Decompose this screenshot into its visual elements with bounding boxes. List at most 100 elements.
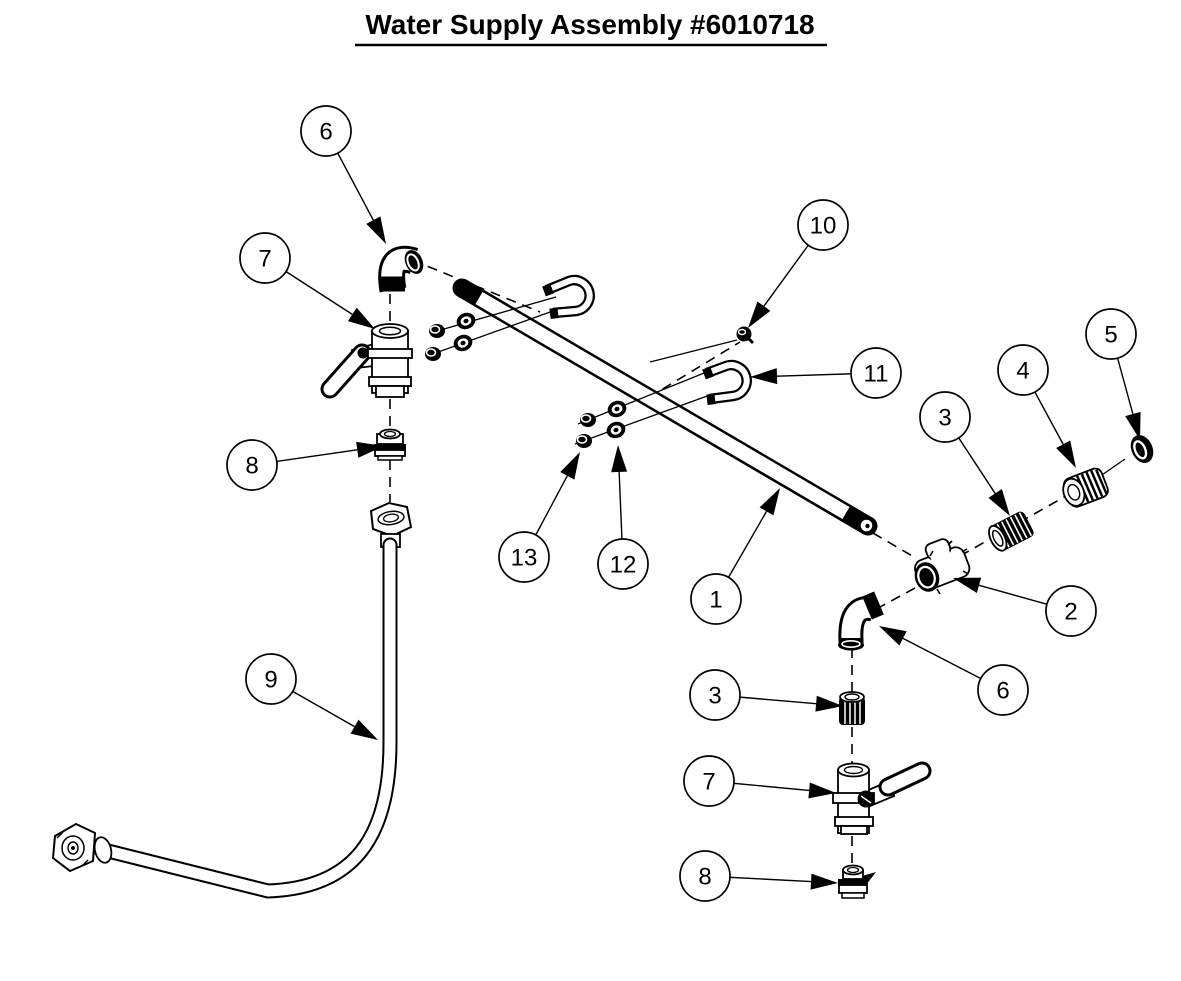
callout-11: 11	[750, 347, 902, 399]
callout-12: 12	[597, 445, 649, 590]
callout-5: 5	[1085, 308, 1141, 440]
balloon-circle	[977, 664, 1029, 716]
balloon-number: 9	[264, 667, 277, 694]
hose-end-fitting	[51, 822, 113, 873]
coupling-bottom	[839, 691, 865, 725]
balloon-number: 1	[709, 587, 722, 614]
balloon-circle	[997, 344, 1049, 396]
balloon-circle	[850, 347, 902, 399]
balloon-circle	[679, 850, 731, 902]
axis-tee-elbow	[879, 587, 916, 608]
pipe-part-1	[452, 278, 878, 536]
balloon-number: 8	[698, 864, 711, 891]
callout-3: 3	[689, 669, 843, 721]
balloon-circle	[239, 232, 291, 284]
axis-pipe-tee	[872, 532, 915, 558]
balloon-circle	[683, 755, 735, 807]
leader-arrowhead	[808, 782, 836, 799]
leader-arrowhead	[350, 719, 378, 740]
hex-nut	[576, 434, 592, 448]
balloon-number: 11	[864, 361, 889, 388]
balloon-circle	[690, 573, 742, 625]
callout-2: 2	[953, 577, 1097, 637]
callout-6: 6	[879, 626, 1029, 716]
leader-arrowhead	[810, 873, 838, 890]
balloon-circle	[919, 391, 971, 443]
pipe-fitting-left	[374, 428, 406, 461]
balloon-circle	[1045, 585, 1097, 637]
leader-arrowhead	[750, 368, 778, 385]
leader-arrowhead	[988, 489, 1010, 516]
leader-arrowhead	[611, 445, 628, 473]
callout-9: 9	[245, 653, 378, 740]
seal-washer	[1130, 435, 1154, 463]
mounting-hardware	[425, 312, 627, 448]
callout-3: 3	[919, 391, 1010, 516]
callout-7: 7	[239, 232, 375, 329]
ball-valve-left	[320, 323, 413, 399]
hex-nut	[425, 347, 441, 361]
callout-4: 4	[997, 344, 1076, 468]
leader-arrowhead	[1056, 440, 1076, 468]
supply-hose	[92, 537, 398, 899]
balloon-number: 6	[996, 678, 1009, 705]
washer	[453, 334, 473, 352]
balloon-circle	[797, 199, 849, 251]
leader-arrowhead	[953, 577, 982, 593]
leader-arrowhead	[347, 307, 375, 329]
hex-nut	[580, 413, 596, 427]
leader-arrowhead	[356, 441, 384, 458]
balloon-number: 7	[702, 769, 715, 796]
callout-10: 10	[748, 199, 849, 328]
balloon-circle	[597, 538, 649, 590]
coupling-right	[988, 511, 1034, 552]
callout-8: 8	[226, 439, 384, 491]
leader-arrowhead	[759, 488, 780, 516]
ball-valve-right	[832, 761, 932, 835]
leader-arrowhead	[815, 695, 843, 712]
balloon-circle	[1085, 308, 1137, 360]
callout-7: 7	[683, 755, 836, 807]
screw	[736, 326, 755, 345]
elbow-fitting-bottom	[838, 591, 884, 651]
callout-13: 13	[498, 452, 580, 583]
balloon-number: 4	[1016, 358, 1029, 385]
tee-fitting	[914, 538, 971, 595]
u-bolt-upper	[542, 274, 595, 320]
u-bolt-lower	[702, 359, 752, 406]
callout-1: 1	[690, 488, 780, 625]
balloon-number: 8	[245, 453, 258, 480]
callout-6: 6	[300, 105, 386, 244]
balloon-circle	[245, 653, 297, 705]
balloon-number: 2	[1064, 599, 1077, 626]
balloon-number: 7	[258, 246, 271, 273]
axis-screw	[647, 341, 741, 399]
hardware-alignment-lines	[426, 296, 1126, 478]
balloon-circle	[498, 531, 550, 583]
hex-nut	[429, 324, 445, 338]
balloon-number: 3	[708, 683, 721, 710]
balloon-number: 6	[319, 119, 332, 146]
elbow-fitting-top	[378, 245, 424, 293]
balloon-number: 12	[610, 552, 637, 579]
balloon-number: 13	[511, 545, 538, 572]
knurled-nut	[1062, 467, 1109, 508]
balloon-number: 3	[938, 405, 951, 432]
leader-arrowhead	[748, 301, 771, 328]
leader-arrowhead	[879, 626, 907, 646]
balloon-circle	[300, 105, 352, 157]
balloon-circle	[226, 439, 278, 491]
leader-arrowhead	[560, 452, 580, 480]
title-block: Water Supply Assembly #6010718	[355, 9, 827, 47]
leader-arrowhead	[366, 216, 386, 244]
balloon-number: 10	[810, 213, 837, 240]
washer	[456, 312, 476, 330]
washer	[606, 421, 626, 439]
callout-8: 8	[679, 850, 838, 902]
pipe-fitting-right	[838, 864, 876, 899]
leader-arrowhead	[1125, 411, 1141, 440]
page-title: Water Supply Assembly #6010718	[365, 9, 814, 40]
